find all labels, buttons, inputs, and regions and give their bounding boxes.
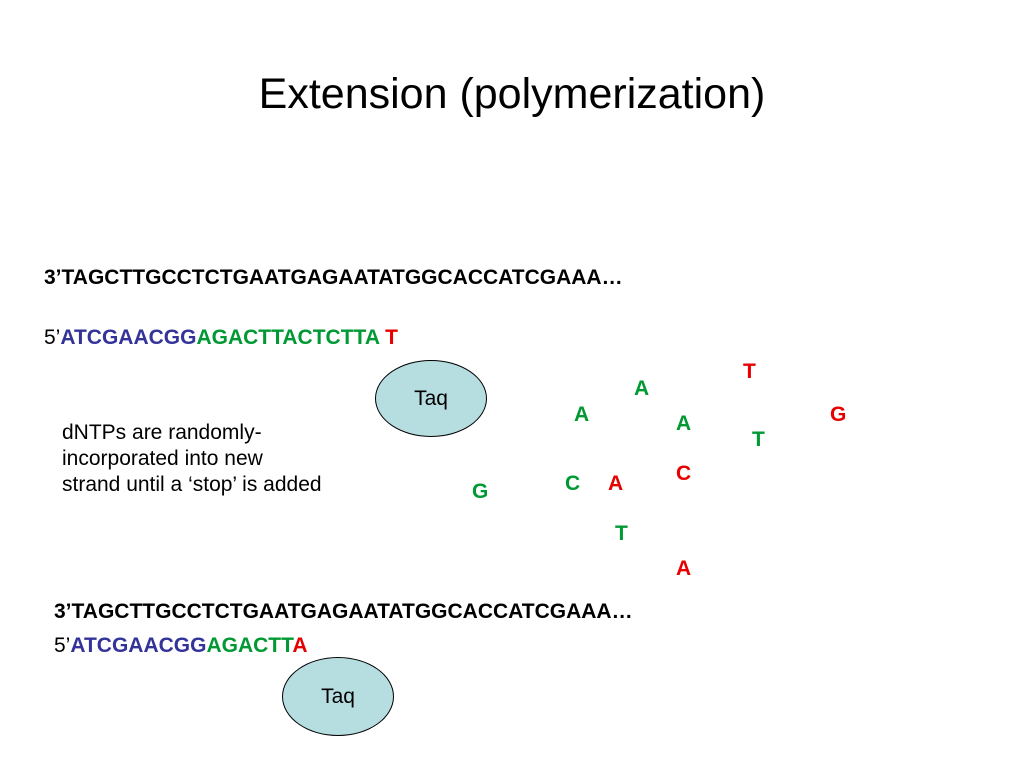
- free-nucleotide: C: [565, 472, 581, 495]
- free-nucleotide: A: [608, 472, 624, 495]
- free-nucleotide: T: [743, 360, 756, 383]
- free-nucleotide: A: [676, 557, 692, 580]
- extension-sequence: AGACTTACTCTTA: [196, 326, 380, 349]
- free-nucleotide: G: [830, 403, 847, 426]
- primer-sequence: ATCGAACGG: [70, 634, 207, 657]
- template-strand-top: 3’TAGCTTGCCTCTGAATGAGAATATGGCACCATCGAAA…: [44, 266, 623, 289]
- taq-polymerase-top: Taq: [375, 360, 487, 437]
- page-title: Extension (polymerization): [258, 70, 766, 118]
- strand-prefix: 5’: [44, 326, 61, 349]
- taq-label: Taq: [321, 684, 355, 708]
- taq-polymerase-bottom: Taq: [282, 657, 394, 736]
- primer-sequence: ATCGAACGG: [60, 326, 197, 349]
- free-nucleotide: A: [634, 377, 650, 400]
- explanation-note: dNTPs are randomly-incorporated into new…: [62, 421, 322, 496]
- free-nucleotide: T: [752, 428, 765, 451]
- new-strand-top: 5’ATCGAACGGAGACTTACTCTTA T: [44, 326, 398, 350]
- free-nucleotide: C: [676, 462, 692, 485]
- taq-label: Taq: [414, 386, 448, 410]
- new-strand-bottom: 5’ATCGAACGGAGACTTA: [54, 634, 308, 658]
- stop-base: A: [292, 634, 308, 657]
- template-strand-bottom: 3’TAGCTTGCCTCTGAATGAGAATATGGCACCATCGAAA…: [54, 600, 633, 623]
- stop-base: T: [385, 326, 398, 349]
- strand-prefix: 5’: [54, 634, 71, 657]
- free-nucleotide: A: [574, 403, 590, 426]
- free-nucleotide: T: [615, 522, 628, 545]
- free-nucleotide: A: [676, 412, 692, 435]
- free-nucleotide: G: [472, 480, 489, 503]
- extension-sequence: AGACTT: [206, 634, 293, 657]
